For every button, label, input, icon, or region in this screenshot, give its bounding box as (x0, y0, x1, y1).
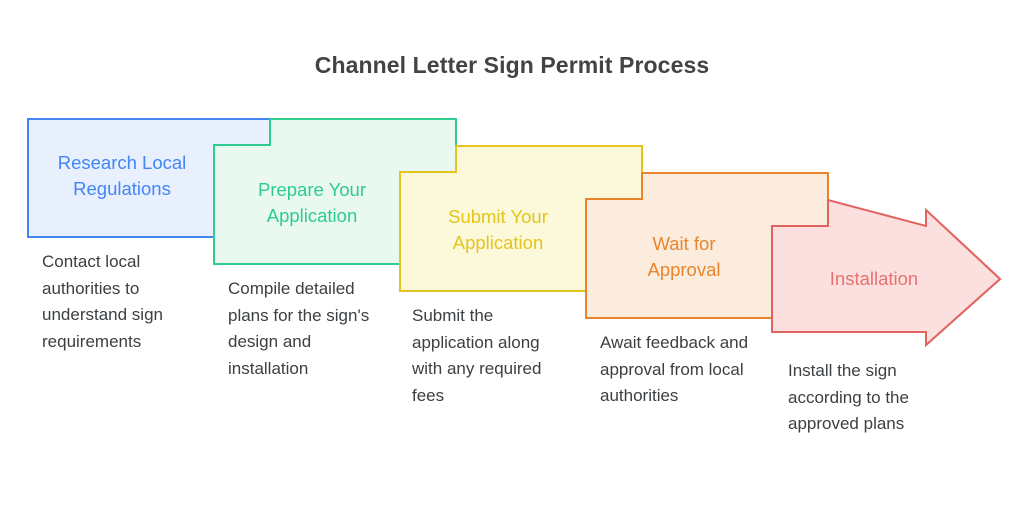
stage-5-description: Install the sign according to the approv… (788, 361, 909, 433)
stage-3-description: Submit the application along with any re… (412, 306, 542, 405)
process-stage-5[interactable]: Installation (771, 198, 1002, 348)
stage-2-chevron-shape (213, 118, 457, 265)
stage-4-description: Await feedback and approval from local a… (600, 333, 749, 405)
page-title: Channel Letter Sign Permit Process (314, 52, 710, 78)
stage-2-description: Compile detailed plans for the sign's de… (228, 279, 370, 378)
stage-4-chevron-shape (585, 172, 829, 319)
stage-3-chevron-shape (399, 145, 643, 292)
stage-1-description: Contact local authorities to understand … (42, 252, 163, 351)
stage-5-arrow-shape (771, 198, 1002, 348)
